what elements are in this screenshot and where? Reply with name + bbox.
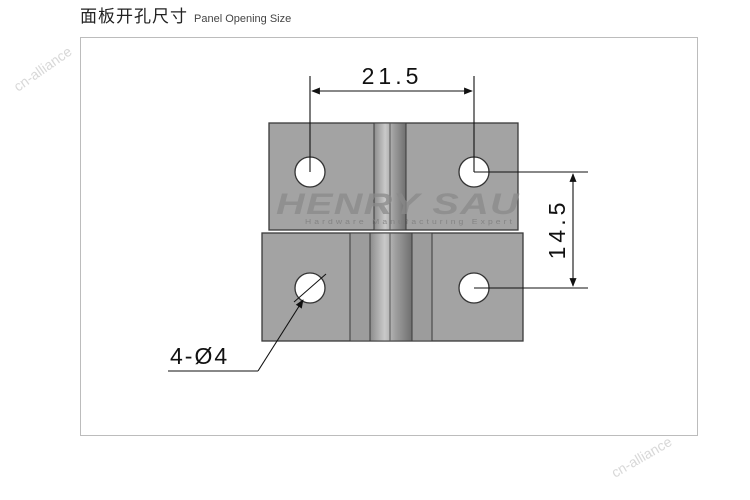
height-dimension-label: 14.5 [544,199,570,260]
drawing-frame [80,37,698,436]
hole-callout-label: 4-Ø4 [170,343,229,369]
section-heading: 面板开孔尺寸 Panel Opening Size [80,2,292,27]
height-dimension: 14.5 [474,171,588,289]
width-dimension: 21.5 [309,63,475,172]
width-dimension-label: 21.5 [362,63,423,89]
corner-watermark-bottom: cn-alliance [609,433,675,480]
heading-chinese: 面板开孔尺寸 [80,7,188,27]
hole-callout: 4-Ø4 [168,273,327,372]
brand-watermark: HENRY SAU Hardware Manufacturing Expert [276,188,520,226]
brand-watermark-tagline: Hardware Manufacturing Expert [305,219,515,226]
brand-watermark-name: HENRY SAU [276,188,520,221]
corner-watermark-top: cn-alliance [11,43,75,95]
heading-english: Panel Opening Size [194,13,292,25]
